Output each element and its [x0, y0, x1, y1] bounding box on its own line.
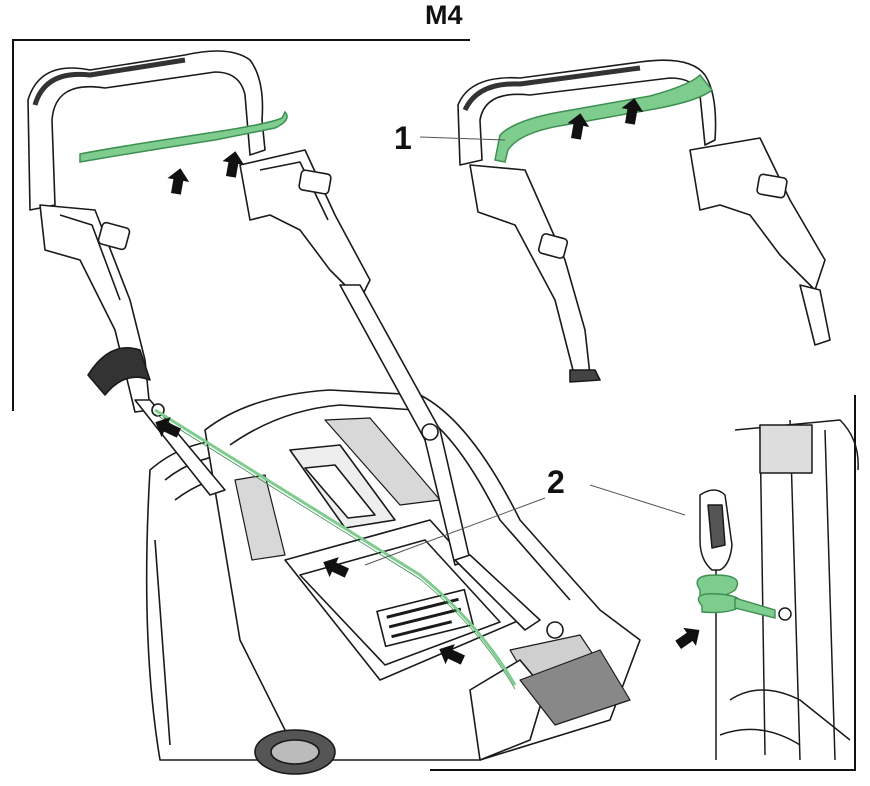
cable-clip-icon [696, 574, 776, 619]
bail-bar-highlight [79, 110, 288, 163]
arrow-icon [167, 168, 190, 195]
arrow-icon [675, 627, 700, 649]
arrow-icon [567, 113, 590, 140]
arrow-icon [155, 417, 181, 438]
frame-lines [12, 39, 856, 771]
handlebar-bail-highlight [494, 73, 714, 163]
handlebar-icon [27, 50, 564, 639]
arrow-icon [621, 98, 644, 125]
leader-lines [364, 136, 686, 566]
arrow-icon [439, 644, 465, 665]
cable-highlight [154, 408, 517, 686]
callout-1: 1 [394, 120, 412, 156]
handlebar-detail [457, 59, 831, 383]
figure-title: M4 [425, 0, 463, 30]
callout-2: 2 [547, 464, 565, 500]
cable-clip-detail [699, 419, 859, 761]
mower-deck-icon [145, 389, 641, 775]
direction-arrows [155, 98, 700, 665]
arrow-icon [222, 151, 245, 178]
arrow-icon [323, 557, 349, 578]
